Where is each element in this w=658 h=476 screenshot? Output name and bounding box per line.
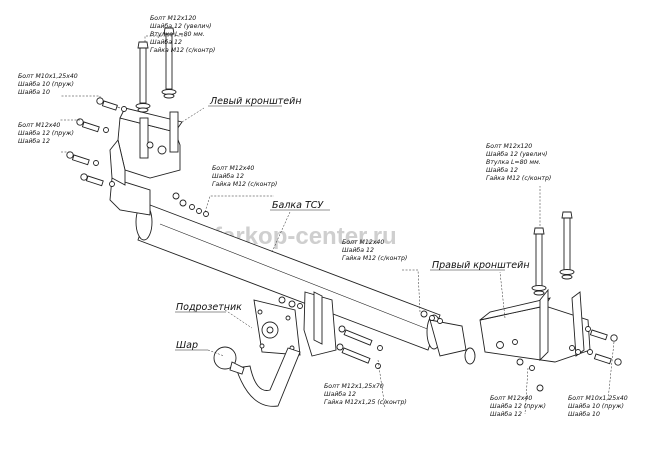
svg-text:Шайба 12: Шайба 12 <box>324 390 356 398</box>
label-beam: Балка ТСУ <box>272 200 324 211</box>
left-long-bolts <box>135 27 177 113</box>
callout-left-m12: Болт М12х40 Шайба 12 (пруж) Шайба 12 <box>18 122 74 145</box>
hitch-plate <box>278 291 337 357</box>
leader-lines <box>60 35 615 415</box>
socket-holder <box>253 299 301 356</box>
callout-bottom-right-m12: Болт М12х40 Шайба 12 (пруж) Шайба 12 <box>490 395 546 418</box>
svg-text:Болт М12х120: Болт М12х120 <box>150 15 196 22</box>
callout-beam-left: Болт М12х40 Шайба 12 Гайка М12 (с/контр) <box>212 165 277 188</box>
svg-text:Шайба 12 (увелич): Шайба 12 (увелич) <box>486 150 547 158</box>
svg-text:Шайба 12: Шайба 12 <box>150 38 182 46</box>
svg-text:Шайба 12: Шайба 12 <box>18 137 50 145</box>
svg-text:Шайба 12: Шайба 12 <box>486 166 518 174</box>
label-ball: Шар <box>176 340 198 351</box>
bottom-mid-bolts <box>336 325 383 369</box>
svg-text:Шайба 12 (увелич): Шайба 12 (увелич) <box>150 22 211 30</box>
label-socket-holder: Подрозетник <box>176 302 242 313</box>
svg-text:Болт М12х40: Болт М12х40 <box>18 122 60 129</box>
callout-top-left: Болт М12х120 Шайба 12 (увелич) Втулка L=… <box>150 15 215 54</box>
right-bracket <box>479 288 591 363</box>
svg-text:Гайка М12 (с/контр): Гайка М12 (с/контр) <box>212 181 277 188</box>
svg-text:Болт М12х40: Болт М12х40 <box>342 239 384 246</box>
tow-ball <box>213 346 301 407</box>
svg-text:Болт М12х40: Болт М12х40 <box>490 395 532 402</box>
beam-left-bolts <box>172 192 209 217</box>
svg-text:Шайба 10: Шайба 10 <box>18 88 50 96</box>
svg-text:Шайба 12: Шайба 12 <box>490 410 522 418</box>
svg-text:Болт М10х1,25х40: Болт М10х1,25х40 <box>568 395 628 402</box>
svg-text:Шайба 10 (пруж): Шайба 10 (пруж) <box>568 402 624 410</box>
left-bracket <box>109 107 183 186</box>
svg-text:Шайба 12 (пруж): Шайба 12 (пруж) <box>490 402 546 410</box>
beam-mid-bolts <box>420 310 443 324</box>
svg-text:Шайба 10 (пруж): Шайба 10 (пруж) <box>18 80 74 88</box>
label-left-bracket: Левый кронштейн <box>209 96 302 107</box>
right-side-bolts <box>516 326 622 392</box>
callout-bottom-mid: Болт М12х1,25х70 Шайба 12 Гайка М12х1,25… <box>324 383 407 406</box>
callout-beam-mid: Болт М12х40 Шайба 12 Гайка М12 (с/контр) <box>342 239 407 262</box>
callout-left-m10: Болт М10х1,25х40 Шайба 10 (пруж) Шайба 1… <box>18 73 78 96</box>
svg-text:Болт М10х1,25х40: Болт М10х1,25х40 <box>18 73 78 80</box>
label-right-bracket: Правый кронштейн <box>432 260 530 271</box>
svg-text:Гайка М12 (с/контр): Гайка М12 (с/контр) <box>342 255 407 262</box>
svg-text:Шайба 12 (пруж): Шайба 12 (пруж) <box>18 129 74 137</box>
callout-bottom-right-m10: Болт М10х1,25х40 Шайба 10 (пруж) Шайба 1… <box>568 395 628 418</box>
svg-text:Гайка М12 (с/контр): Гайка М12 (с/контр) <box>486 175 551 182</box>
svg-text:Шайба 10: Шайба 10 <box>568 410 600 418</box>
svg-text:Шайба 12: Шайба 12 <box>212 172 244 180</box>
svg-text:Втулка L=80 мм.: Втулка L=80 мм. <box>486 159 541 166</box>
svg-text:Гайка М12х1,25 (с/контр): Гайка М12х1,25 (с/контр) <box>324 399 407 406</box>
towbar-beam <box>109 177 476 365</box>
svg-text:Болт М12х1,25х70: Болт М12х1,25х70 <box>324 383 384 390</box>
right-long-bolts <box>531 211 575 296</box>
svg-text:Втулка L=80 мм.: Втулка L=80 мм. <box>150 31 205 38</box>
svg-text:Шайба 12: Шайба 12 <box>342 246 374 254</box>
svg-text:Болт М12х120: Болт М12х120 <box>486 143 532 150</box>
callout-top-right: Болт М12х120 Шайба 12 (увелич) Втулка L=… <box>486 143 551 182</box>
svg-text:Болт М12х40: Болт М12х40 <box>212 165 254 172</box>
svg-text:Гайка М12 (с/контр): Гайка М12 (с/контр) <box>150 47 215 54</box>
